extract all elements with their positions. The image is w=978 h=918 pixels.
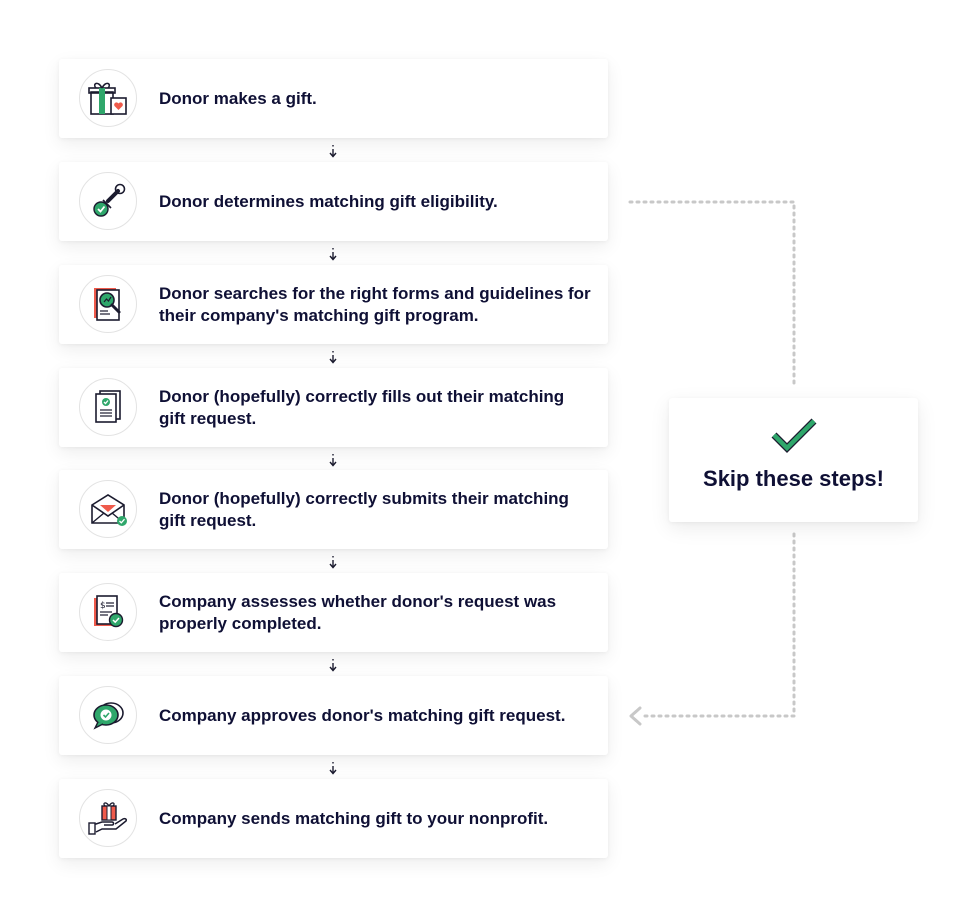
step-text: Company approves donor's matching gift r… — [159, 705, 566, 725]
step-text: Donor searches for the right forms and g… — [159, 283, 591, 325]
gift-icon — [79, 69, 137, 127]
step-send-gift: Company sends matching gift to your nonp… — [59, 779, 608, 858]
arrow-left-icon — [629, 706, 642, 726]
hand-gift-icon — [79, 789, 137, 847]
svg-text:$: $ — [100, 601, 106, 611]
envelope-icon — [79, 480, 137, 538]
step-search-forms: Donor searches for the right forms and g… — [59, 265, 608, 344]
invoice-review-icon: $ — [79, 583, 137, 641]
step-eligibility: Donor determines matching gift eligibili… — [59, 162, 608, 241]
step-text: Company sends matching gift to your nonp… — [159, 808, 549, 828]
arrow-down-icon — [329, 454, 337, 467]
approval-chat-icon — [79, 686, 137, 744]
arrow-down-icon — [329, 556, 337, 569]
arrow-down-icon — [329, 248, 337, 261]
step-fill-request: Donor (hopefully) correctly fills out th… — [59, 368, 608, 447]
checklist-document-icon — [79, 378, 137, 436]
arrow-down-icon — [329, 659, 337, 672]
step-text: Company assesses whether donor's request… — [159, 591, 557, 633]
skip-callout: Skip these steps! — [669, 398, 918, 522]
step-text: Donor determines matching gift eligibili… — [159, 191, 498, 211]
step-donor-gift: Donor makes a gift. — [59, 59, 608, 138]
check-icon — [771, 418, 817, 453]
step-approve-request: Company approves donor's matching gift r… — [59, 676, 608, 755]
arrow-down-icon — [329, 351, 337, 364]
arrow-down-icon — [329, 145, 337, 158]
search-document-icon — [79, 275, 137, 333]
arrow-down-icon — [329, 762, 337, 775]
step-assess-request: $ Company assesses whether donor's reque… — [59, 573, 608, 652]
step-submit-request: Donor (hopefully) correctly submits thei… — [59, 470, 608, 549]
step-text: Donor makes a gift. — [159, 88, 317, 108]
step-text: Donor (hopefully) correctly fills out th… — [159, 386, 565, 428]
skip-label: Skip these steps! — [703, 466, 884, 491]
step-text: Donor (hopefully) correctly submits thei… — [159, 488, 569, 530]
stamp-icon — [79, 172, 137, 230]
